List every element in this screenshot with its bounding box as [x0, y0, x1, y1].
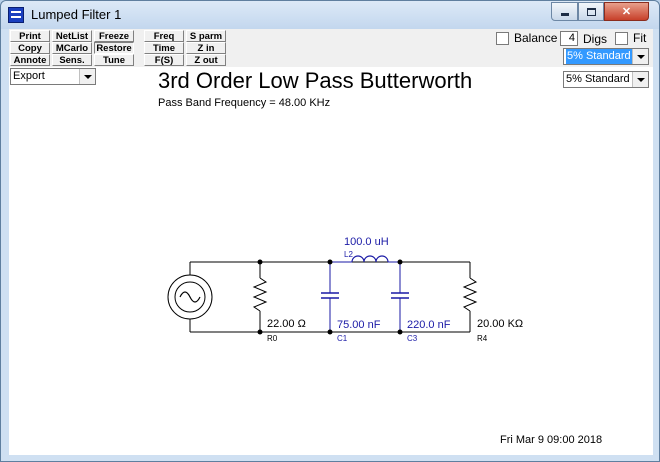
time-button[interactable]: Time [144, 42, 184, 54]
minimize-button[interactable] [551, 2, 578, 21]
fit-checkbox-box[interactable] [615, 31, 628, 45]
fit-label: Fit [633, 31, 647, 45]
chevron-down-icon[interactable] [632, 49, 648, 64]
l2-ref: L2 [344, 250, 353, 259]
annote-button[interactable]: Annote [10, 54, 50, 66]
c3-value: 220.0 nF [407, 319, 451, 331]
copy-button[interactable]: Copy [10, 42, 50, 54]
balance-checkbox-box[interactable] [496, 31, 509, 45]
close-button[interactable]: ✕ [604, 2, 649, 21]
schematic-canvas [9, 67, 653, 455]
zin-button[interactable]: Z in [186, 42, 226, 54]
title-bar: Lumped Filter 1 ✕ [1, 1, 659, 29]
zout-button[interactable]: Z out [186, 54, 226, 66]
tolerance-select[interactable]: 5% Standard [563, 71, 649, 88]
tolerance-select-value: 5% Standard [566, 73, 630, 85]
r0-ref: R0 [267, 334, 278, 343]
balance-checkbox[interactable]: Balance [496, 31, 557, 45]
chevron-down-icon[interactable] [632, 72, 648, 87]
page-title: 3rd Order Low Pass Butterworth [158, 68, 473, 93]
minimize-icon [560, 13, 569, 16]
r0-value: 22.00 Ω [267, 318, 306, 330]
fit-checkbox[interactable]: Fit [615, 31, 646, 45]
maximize-icon [586, 7, 596, 16]
close-icon: ✕ [621, 6, 632, 18]
digits-input[interactable]: 4 [560, 31, 578, 46]
tolerance-select-top[interactable]: 5% Standard [563, 48, 649, 65]
tolerance-select-top-value: 5% Standard [566, 49, 632, 64]
freeze-button[interactable]: Freeze [94, 30, 134, 42]
l2-value: 100.0 uH [344, 236, 389, 248]
tune-button[interactable]: Tune [94, 54, 134, 66]
print-button[interactable]: Print [10, 30, 50, 42]
balance-label: Balance [514, 31, 558, 45]
chevron-down-icon[interactable] [79, 69, 95, 84]
export-select-value: Export [13, 70, 45, 82]
c3-ref: C3 [407, 334, 418, 343]
c1-ref: C1 [337, 334, 348, 343]
mcarlo-button[interactable]: MCarlo [52, 42, 92, 54]
netlist-button[interactable]: NetList [52, 30, 92, 42]
r4-ref: R4 [477, 334, 488, 343]
timestamp: Fri Mar 9 09:00 2018 [500, 434, 603, 446]
window-title: Lumped Filter 1 [31, 7, 122, 22]
r4-value: 20.00 KΩ [477, 318, 524, 330]
fs-button[interactable]: F(S) [144, 54, 184, 66]
c1-value: 75.00 nF [337, 319, 381, 331]
passband-frequency: Pass Band Frequency = 48.00 KHz [158, 97, 331, 109]
sparm-button[interactable]: S parm [186, 30, 226, 42]
restore-button[interactable]: Restore [94, 42, 134, 54]
maximize-button[interactable] [578, 2, 604, 21]
export-select[interactable]: Export [10, 68, 96, 85]
app-icon [8, 7, 24, 23]
freq-button[interactable]: Freq [144, 30, 184, 42]
sens-button[interactable]: Sens. [52, 54, 92, 66]
digits-label: Digs [583, 32, 608, 46]
